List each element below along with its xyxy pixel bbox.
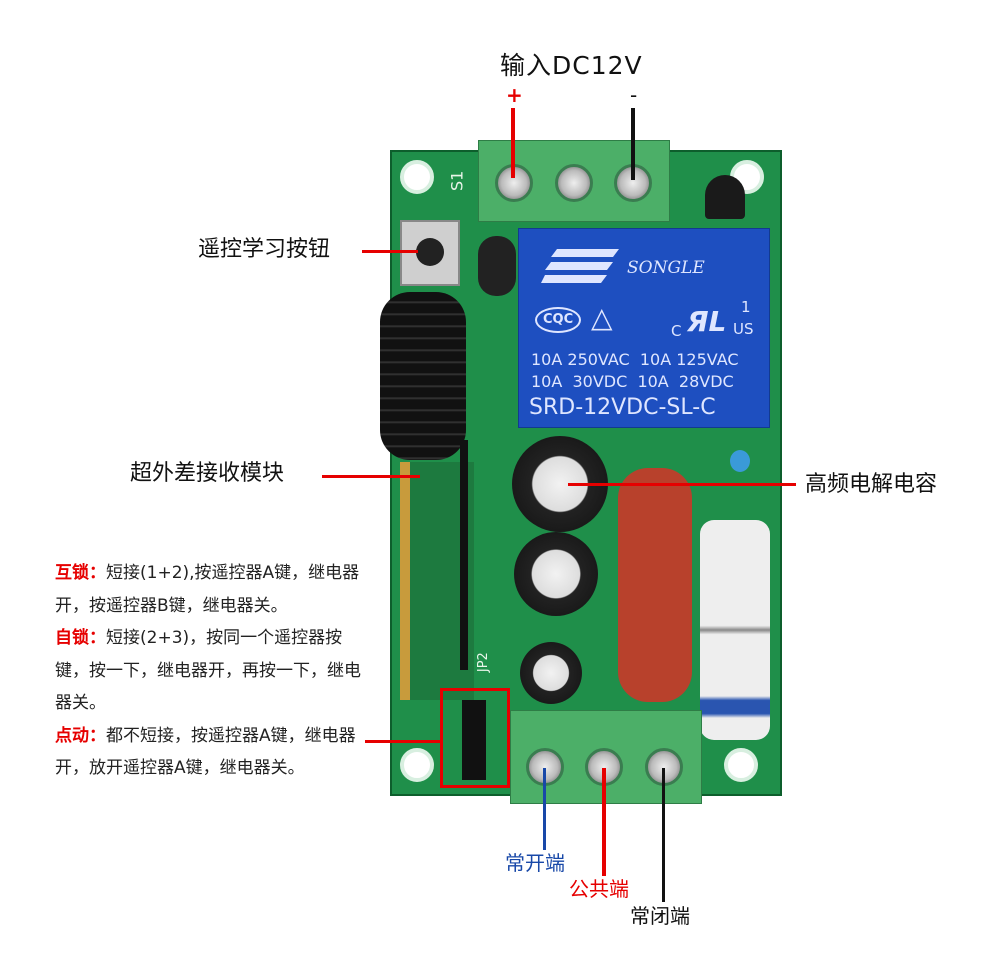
mode-key: 点动： (55, 725, 106, 746)
mode-key: 互锁： (55, 563, 106, 583)
mode-text: 短接(1+2),按遥控器A键，继电器开，按遥控器B键，继电器关。 (55, 563, 360, 616)
minus-label: - (630, 83, 638, 107)
nc-pointer-line (662, 768, 665, 902)
relay-model: SRD-12VDC-SL-C (529, 395, 716, 420)
blue-diode (730, 450, 750, 472)
relay-brand: SONGLE (627, 258, 705, 278)
learn-button[interactable] (400, 220, 460, 286)
film-capacitor (618, 468, 692, 702)
triangle-mark-icon: △ (591, 301, 613, 334)
mode-interlock: 互锁：短接(1+2),按遥控器A键，继电器开，按遥控器B键，继电器关。 (55, 557, 375, 622)
no-pointer-line (543, 768, 546, 850)
screw-icon (526, 748, 564, 786)
jumper-highlight-box (440, 688, 510, 788)
relay-rating-dc: 10A 30VDC 10A 28VDC (531, 372, 734, 391)
ul-us: US (733, 320, 754, 338)
normally-closed-label: 常闭端 (630, 904, 690, 928)
mount-hole (400, 160, 434, 194)
ul-mark-icon: ЯL (687, 305, 727, 338)
mode-text: 短接(2+3)，按同一个遥控器按键，按一下，继电器开，再按一下，继电器关。 (55, 628, 361, 713)
minus-pointer-line (631, 108, 635, 180)
jp2-label: JP2 (475, 652, 491, 673)
electrolytic-capacitor (514, 532, 598, 616)
normally-open-label: 常开端 (505, 851, 565, 875)
ul-1: 1 (741, 298, 751, 316)
jumper-pointer-line (365, 740, 440, 743)
antenna-wire (460, 440, 468, 670)
mode-momentary: 点动：都不短接，按遥控器A键，继电器开，放开遥控器A键，继电器关。 (55, 720, 375, 785)
electrolytic-capacitor (520, 642, 582, 704)
mode-notes: 互锁：短接(1+2),按遥控器A键，继电器开，按遥控器B键，继电器关。 自锁：短… (55, 557, 375, 785)
mount-hole (400, 748, 434, 782)
small-cap (478, 236, 516, 296)
jumper (462, 700, 486, 780)
capacitor-label: 高频电解电容 (805, 472, 938, 497)
antenna-coil (380, 292, 466, 460)
common-label: 公共端 (569, 877, 629, 901)
ul-c: C (671, 322, 682, 340)
receiver-module-label: 超外差接收模块 (130, 461, 285, 486)
capacitor-pointer-line (568, 483, 796, 486)
learn-pointer-line (362, 250, 418, 253)
relay: SONGLE CQC △ C ЯL 1 US 10A 250VAC 10A 12… (518, 228, 770, 428)
screw-icon (585, 748, 623, 786)
screw-icon (555, 164, 593, 202)
s1-label: S1 (447, 170, 467, 191)
mode-text: 都不短接，按遥控器A键，继电器开，放开遥控器A键，继电器关。 (55, 725, 356, 779)
com-pointer-line (602, 768, 606, 876)
mount-hole (724, 748, 758, 782)
mode-key: 自锁： (55, 628, 106, 648)
learn-button-label: 遥控学习按钮 (198, 237, 331, 262)
mode-self-lock: 自锁：短接(2+3)，按同一个遥控器按键，按一下，继电器开，再按一下，继电器关。 (55, 622, 375, 720)
resistor (700, 520, 770, 740)
relay-rating-ac: 10A 250VAC 10A 125VAC (531, 350, 739, 369)
transistor (705, 175, 745, 219)
receiver-pointer-line (322, 475, 420, 478)
input-voltage-title: 输入DC12V (500, 51, 643, 80)
songle-logo-icon (541, 249, 619, 283)
plus-label: + (506, 83, 523, 107)
plus-pointer-line (511, 108, 515, 178)
cqc-mark: CQC (535, 307, 582, 334)
